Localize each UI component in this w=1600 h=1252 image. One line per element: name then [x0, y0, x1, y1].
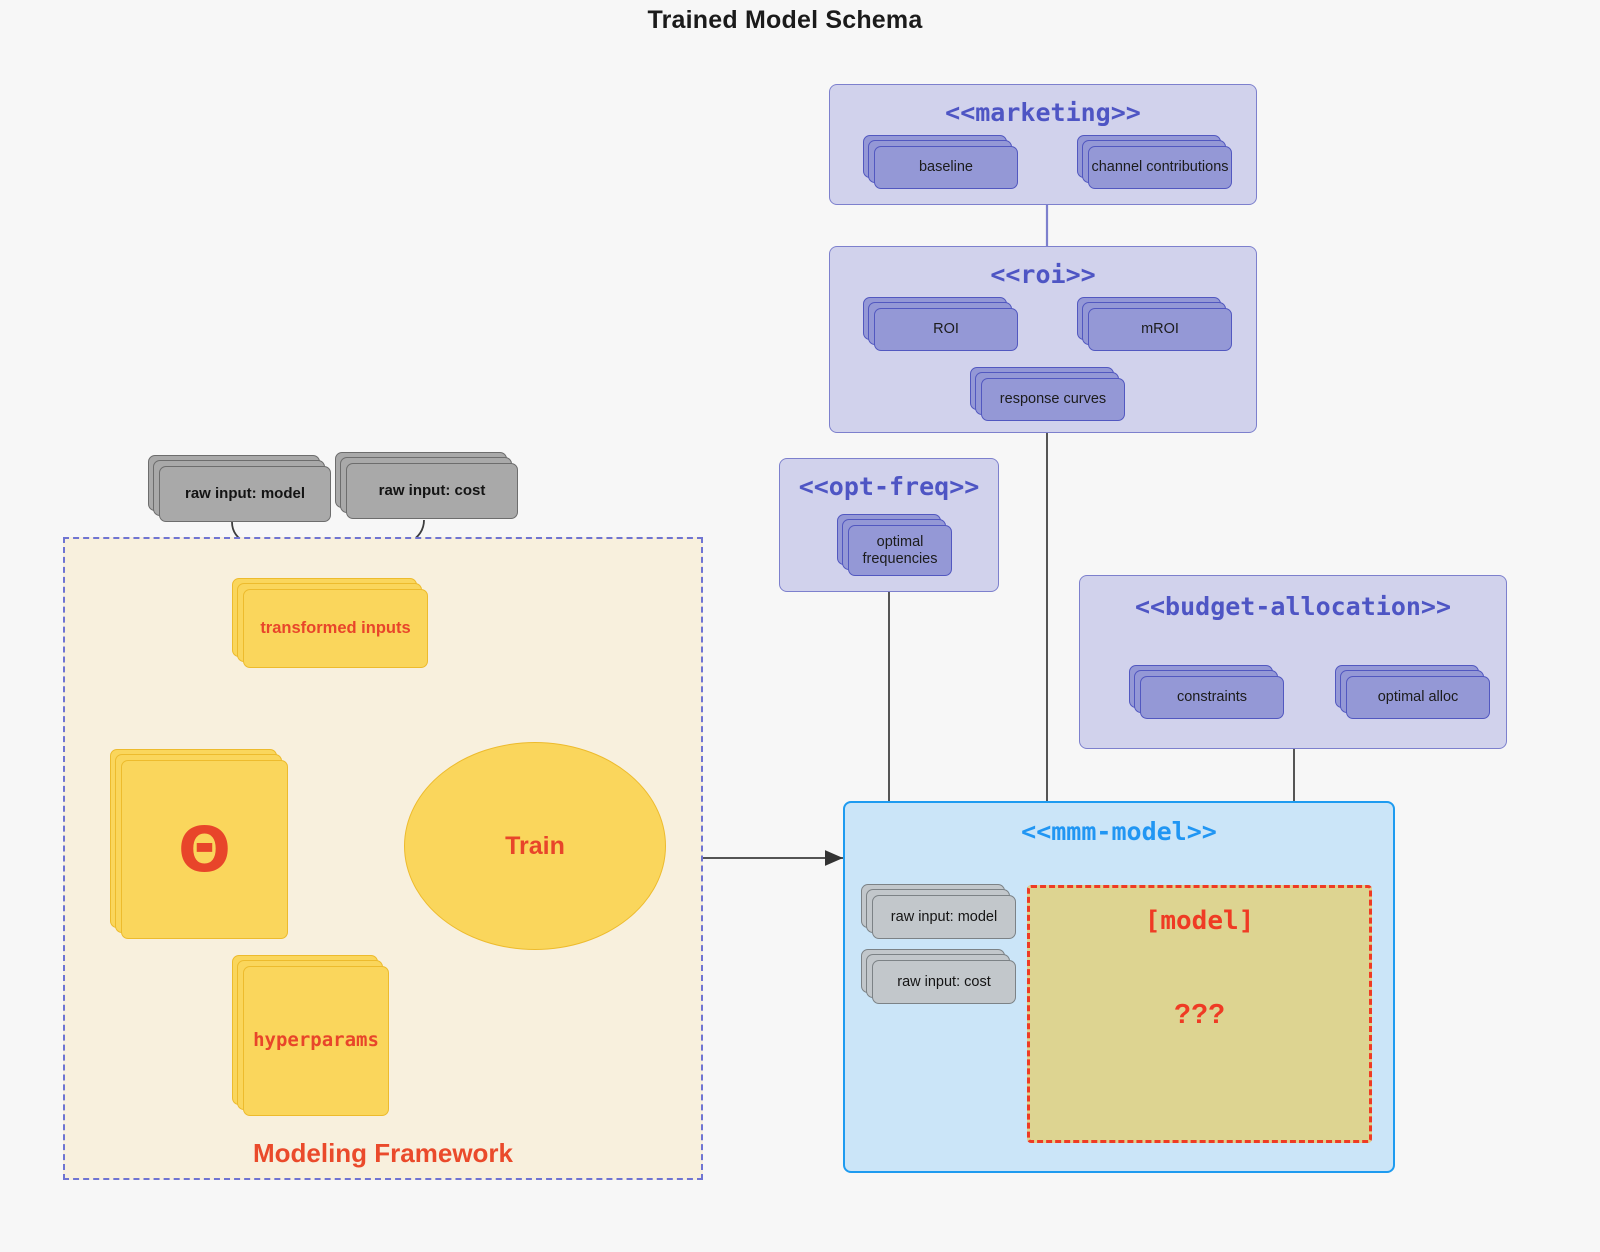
- node-response-curves-label: response curves: [981, 378, 1125, 421]
- package-mmm-model-stereotype: <<mmm-model>>: [1021, 817, 1217, 846]
- node-optimal-alloc[interactable]: optimal alloc: [1335, 665, 1490, 719]
- node-optimal-frequencies-line1: optimal: [876, 533, 924, 550]
- package-roi[interactable]: <<roi>> ROI mROI response curves: [829, 246, 1257, 433]
- node-constraints[interactable]: constraints: [1129, 665, 1284, 719]
- node-constraints-label: constraints: [1140, 676, 1284, 719]
- node-channel-contributions[interactable]: channel contributions: [1077, 135, 1232, 189]
- node-mmm-raw-input-cost[interactable]: raw input: cost: [861, 949, 1016, 1004]
- package-roi-stereotype: <<roi>>: [990, 260, 1096, 289]
- node-mmm-raw-input-model-label: raw input: model: [872, 895, 1016, 939]
- node-theta[interactable]: Θ: [110, 749, 288, 939]
- node-raw-input-model[interactable]: raw input: model: [148, 455, 333, 524]
- node-hyperparams[interactable]: hyperparams: [232, 955, 389, 1116]
- node-channel-contributions-label: channel contributions: [1088, 146, 1232, 189]
- page-title: Trained Model Schema: [647, 6, 923, 34]
- model-placeholder-subtitle: ???: [1173, 998, 1226, 1029]
- node-mroi[interactable]: mROI: [1077, 297, 1232, 351]
- package-opt-freq-stereotype: <<opt-freq>>: [798, 472, 980, 501]
- model-placeholder-box[interactable]: [model] ???: [1027, 885, 1372, 1143]
- model-placeholder-title: [model]: [1144, 906, 1255, 936]
- node-optimal-frequencies-line2: frequencies: [862, 550, 938, 567]
- node-roi[interactable]: ROI: [863, 297, 1018, 351]
- node-hyperparams-label: hyperparams: [243, 966, 389, 1116]
- train-activity[interactable]: Train: [404, 742, 666, 950]
- node-raw-input-cost-label: raw input: cost: [346, 463, 518, 519]
- node-baseline[interactable]: baseline: [863, 135, 1018, 189]
- node-transformed-inputs-label: transformed inputs: [243, 589, 428, 668]
- node-roi-label: ROI: [874, 308, 1018, 351]
- node-mmm-raw-input-model[interactable]: raw input: model: [861, 884, 1016, 939]
- node-optimal-alloc-label: optimal alloc: [1346, 676, 1490, 719]
- node-raw-input-model-label: raw input: model: [159, 466, 331, 522]
- node-response-curves[interactable]: response curves: [970, 367, 1125, 421]
- node-optimal-frequencies[interactable]: optimal frequencies: [837, 514, 952, 576]
- package-marketing[interactable]: <<marketing>> baseline channel contribut…: [829, 84, 1257, 205]
- package-budget-allocation[interactable]: <<budget-allocation>> constraints optima…: [1079, 575, 1507, 749]
- package-budget-allocation-stereotype: <<budget-allocation>>: [1134, 592, 1452, 621]
- theta-symbol: Θ: [178, 813, 231, 886]
- package-mmm-model[interactable]: <<mmm-model>> raw input: model raw input…: [843, 801, 1395, 1173]
- node-optimal-frequencies-label: optimal frequencies: [848, 525, 952, 576]
- train-label: Train: [505, 831, 565, 860]
- node-mmm-raw-input-cost-label: raw input: cost: [872, 960, 1016, 1004]
- package-opt-freq[interactable]: <<opt-freq>> optimal frequencies: [779, 458, 999, 592]
- modeling-framework-label: Modeling Framework: [252, 1138, 514, 1168]
- node-mroi-label: mROI: [1088, 308, 1232, 351]
- node-raw-input-cost[interactable]: raw input: cost: [335, 452, 520, 521]
- package-marketing-stereotype: <<marketing>>: [945, 98, 1141, 127]
- node-baseline-label: baseline: [874, 146, 1018, 189]
- node-transformed-inputs[interactable]: transformed inputs: [232, 578, 428, 668]
